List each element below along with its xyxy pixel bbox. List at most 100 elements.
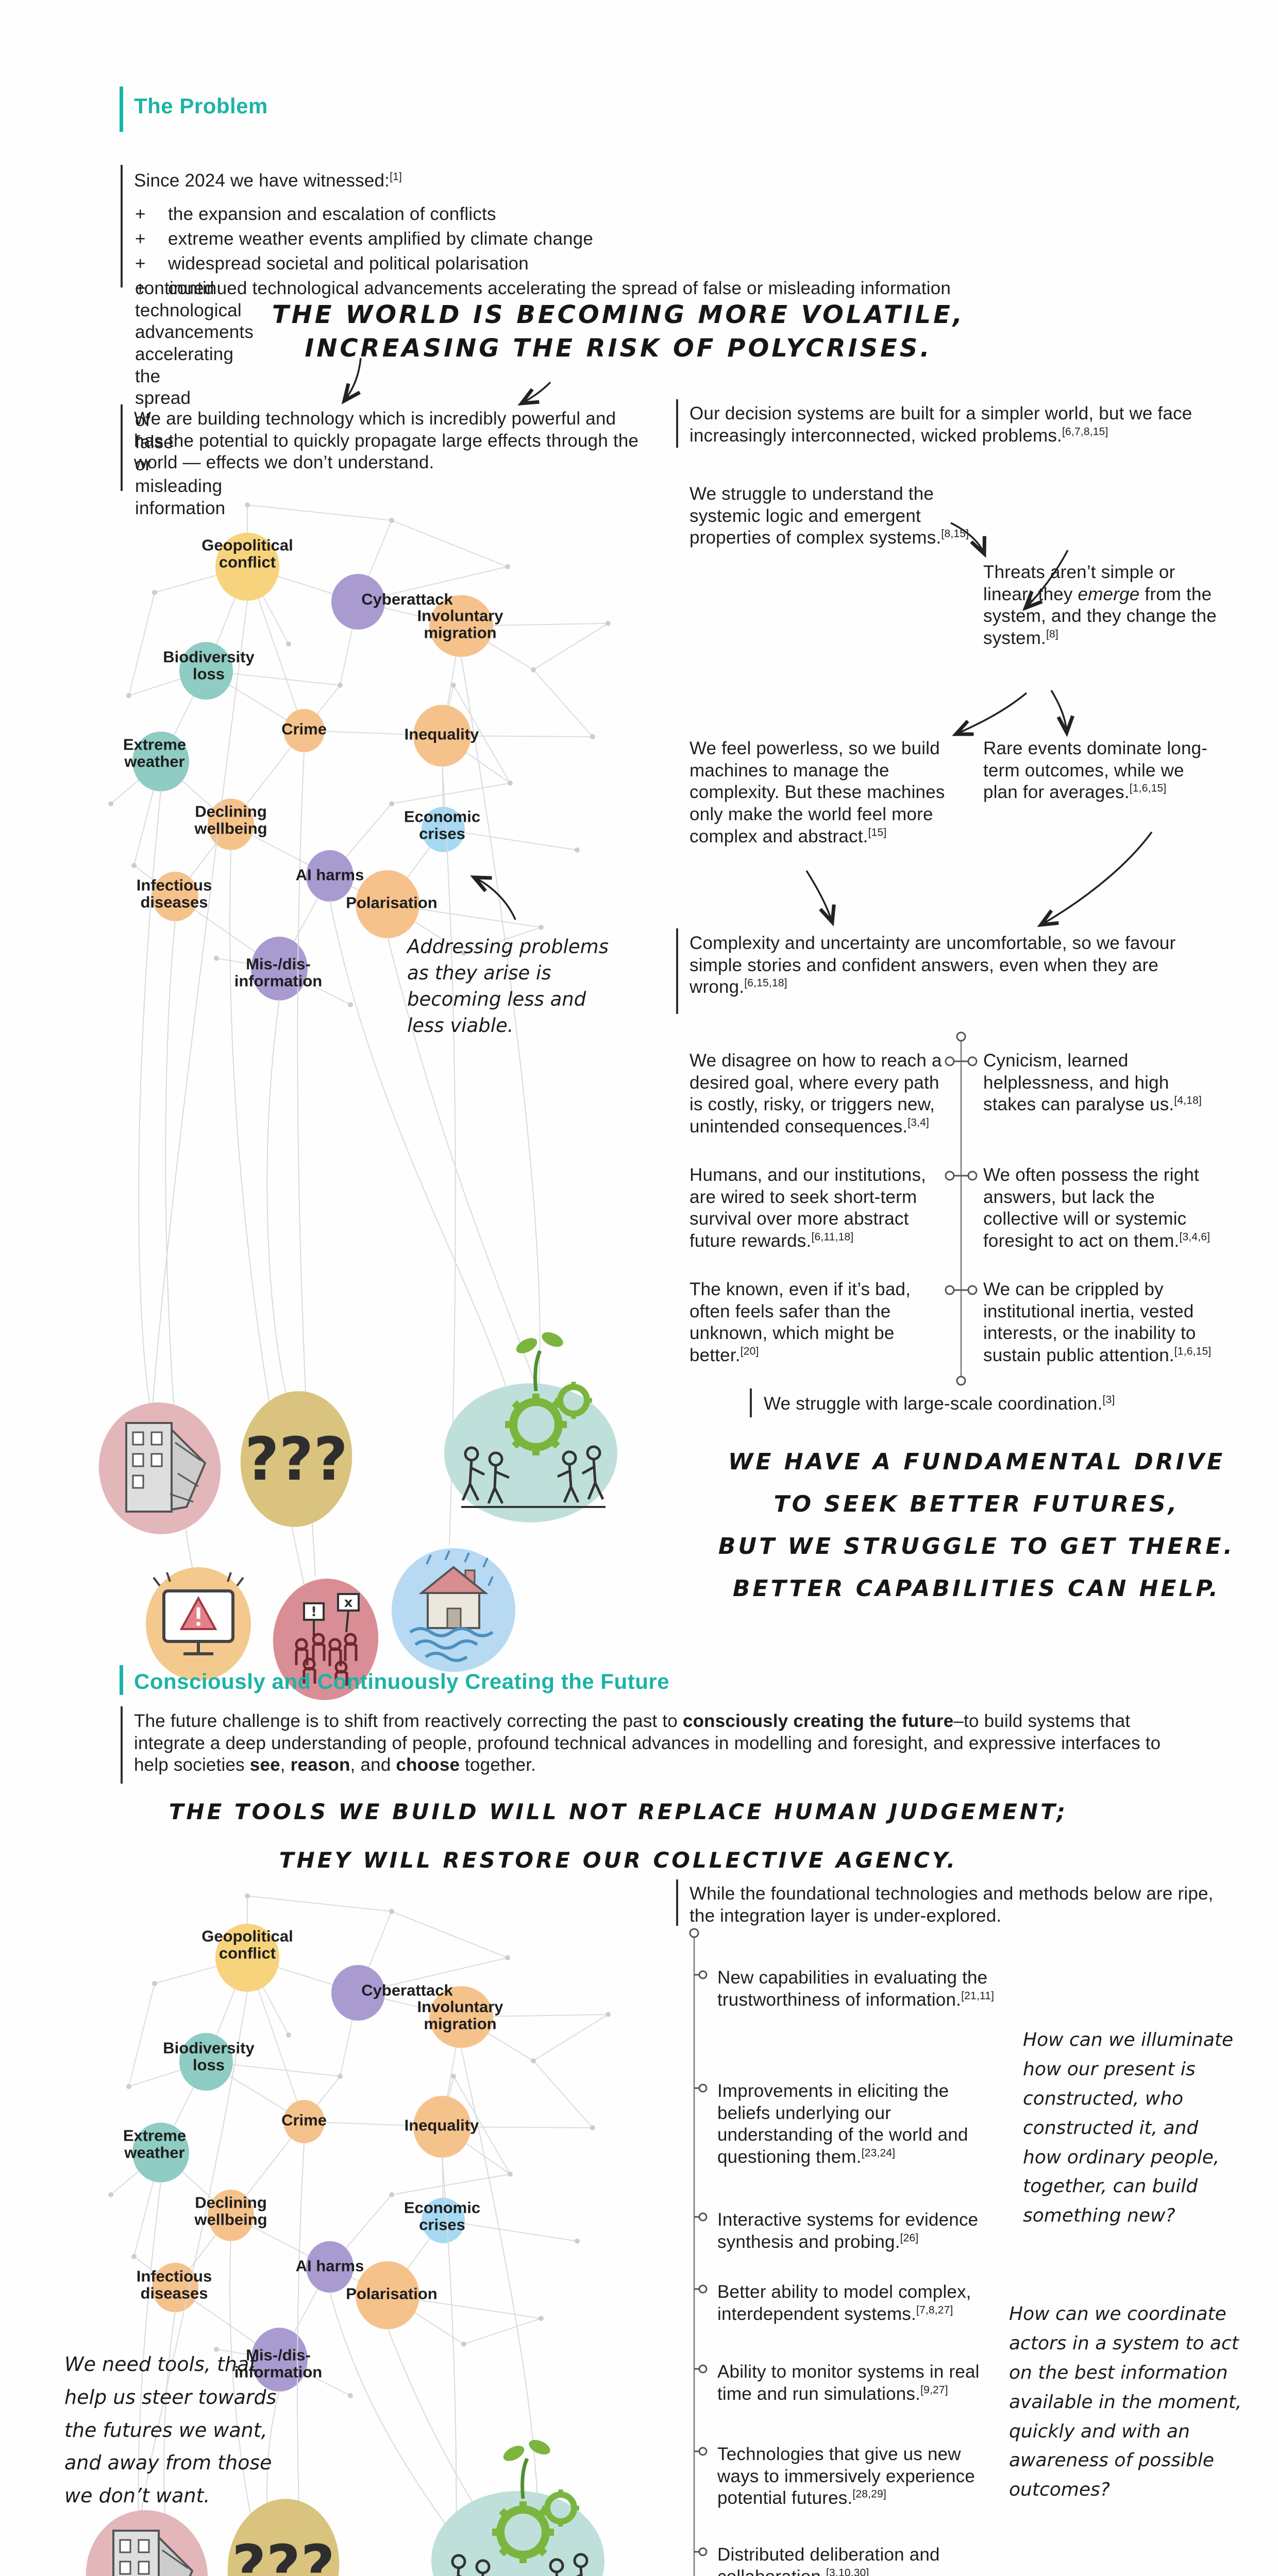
complexity-ref: [6,15,18] (744, 977, 787, 989)
intro-ref: [1] (390, 171, 402, 183)
ripe-quote-bar (676, 1879, 678, 1926)
capability-rail (689, 1928, 708, 2576)
headline-volatile-line1: THE WORLD IS BECOMING MORE VOLATILE, (272, 300, 965, 329)
complexity-block: Complexity and uncertainty are uncomfort… (690, 933, 1176, 997)
arrow-headline-to-left-para (517, 381, 551, 406)
section2-title: Consciously and Continuously Creating th… (134, 1669, 670, 1693)
grid-row3-left: The known, even if it’s bad, often feels… (690, 1279, 911, 1366)
label-cyberattack: Cyberattack (361, 590, 453, 608)
bullet-marker: + (135, 253, 146, 274)
label-inequality: Inequality (404, 725, 479, 743)
arrow-decision-to-struggle (1022, 550, 1069, 612)
decision-ref: [6,7,8,15] (1062, 426, 1108, 438)
struggle-ref: [8,15] (941, 528, 969, 540)
headline-tools-line2: THEY WILL RESTORE OUR COLLECTIVE AGENCY. (279, 1848, 958, 1873)
section2-quote-bar (121, 1706, 123, 1784)
capability-item-5: Ability to monitor systems in real time … (717, 2362, 980, 2404)
capability-item-7: Distributed deliberation and collaborati… (717, 2545, 940, 2576)
grid-row3-right: We can be crippled by institutional iner… (983, 1279, 1212, 1366)
headline-volatile-line2: INCREASING THE RISK OF POLYCRISES. (305, 334, 932, 363)
bullet-item: +continued technological advancements ac… (135, 278, 1114, 300)
complexity-quote-bar (676, 928, 678, 1014)
label2-cyberattack: Cyberattack (361, 1981, 453, 1999)
label2-biodiversity-loss: Biodiversity loss (163, 2039, 255, 2074)
label2-ai-harms: AI harms (295, 2257, 364, 2275)
coordination-quote-bar (750, 1388, 752, 1417)
label-economic-crises: Economic crises (403, 807, 481, 843)
note-illuminate: How can we illuminate how our present is… (1023, 2029, 1234, 2227)
bullet-item: continued technological advancements acc… (135, 278, 1114, 520)
label2-geopolitical-conflict: Geopolitical conflict (201, 1927, 293, 1962)
section1-accent-bar (120, 87, 123, 132)
label2-extreme-weather: Extreme weather (123, 2126, 187, 2162)
capability-item-3: Interactive systems for evidence synthes… (717, 2210, 979, 2252)
intro-text: Since 2024 we have witnessed:[1] (134, 171, 402, 191)
grid-row2-right: We often possess the right answers, but … (983, 1165, 1210, 1251)
ripe-block: While the foundational technologies and … (690, 1884, 1214, 1926)
capability-item-1: New capabilities in evaluating the trust… (717, 1968, 995, 2010)
arrow-struggle-to-threats (950, 522, 986, 558)
arrow-addressing-note (470, 875, 516, 920)
closing-line2: TO SEEK BETTER FUTURES, (773, 1491, 1180, 1517)
bullet-item: +widespread societal and political polar… (135, 253, 1114, 275)
grid-row2-left: Humans, and our institutions, are wired … (690, 1165, 927, 1251)
label-biodiversity-loss: Biodiversity loss (163, 648, 255, 683)
powerless-ref: [15] (868, 826, 887, 839)
headline-tools-line1: THE TOOLS WE BUILD WILL NOT REPLACE HUMA… (169, 1799, 1068, 1824)
grid-row1-left: We disagree on how to reach a desired go… (690, 1050, 942, 1137)
capability-item-2: Improvements in eliciting the beliefs un… (717, 2081, 968, 2167)
label2-economic-crises: Economic crises (403, 2198, 481, 2234)
label-extreme-weather: Extreme weather (123, 735, 187, 771)
bullet-marker: + (135, 278, 146, 298)
label-declining-wellbeing: Declining wellbeing (194, 802, 267, 838)
bullet-item: +the expansion and escalation of conflic… (135, 204, 1114, 226)
label-polarisation: Polarisation (346, 893, 438, 912)
label-infectious-diseases: Infectious diseases (136, 876, 212, 911)
closing-line4: BETTER CAPABILITIES CAN HELP. (732, 1575, 1221, 1602)
threats-ref: [8] (1046, 628, 1058, 640)
label2-involuntary-migration: Involuntary migration (417, 1997, 503, 2033)
bullet-marker: continued technological advancements acc… (135, 278, 254, 518)
network-to-blobs-curves-1 (138, 600, 541, 1585)
label-crime: Crime (281, 720, 327, 738)
section2-accent-bar (120, 1665, 123, 1695)
label2-mis-dis-information: Mis-/dis-information (234, 2346, 323, 2381)
closing-line3: BUT WE STRUGGLE TO GET THERE. (718, 1533, 1235, 1560)
tech-quote-bar (121, 404, 123, 491)
threats-block: Threats aren’t simple or linear; they em… (983, 562, 1217, 649)
rare-events-block: Rare events dominate long-term outcomes,… (983, 738, 1208, 803)
label-ai-harms: AI harms (295, 866, 364, 884)
grid-row1-right: Cynicism, learned helplessness, and high… (983, 1050, 1202, 1115)
arrow-headline-to-network (341, 358, 362, 404)
grid-divider (945, 1031, 978, 1386)
addressing-note: Addressing problems as they arise is bec… (407, 936, 609, 1037)
tech-paragraph: We are building technology which is incr… (134, 409, 639, 473)
bullet-marker: + (135, 204, 146, 224)
decision-quote-bar (676, 399, 678, 448)
note-coordinate: How can we coordinate actors in a system… (1009, 2303, 1242, 2501)
label2-crime: Crime (281, 2111, 327, 2129)
arrow-rare-to-complexity (1037, 831, 1153, 927)
arrow-threats-to-powerless (952, 692, 1028, 736)
rare-ref: [1,6,15] (1129, 782, 1167, 794)
decision-block: Our decision systems are built for a sim… (690, 403, 1192, 446)
bullet-marker: + (135, 229, 146, 249)
label2-polarisation: Polarisation (346, 2284, 438, 2303)
coordination-block: We struggle with large-scale coordinatio… (764, 1394, 1115, 1414)
arrow-powerless-to-complexity (805, 870, 836, 927)
label-involuntary-migration: Involuntary migration (417, 606, 503, 642)
struggle-systems-block: We struggle to understand the systemic l… (690, 484, 969, 548)
section2-paragraph: The future challenge is to shift from re… (134, 1711, 1161, 1775)
intro-quote-bar (121, 165, 123, 287)
closing-line1: WE HAVE A FUNDAMENTAL DRIVE (728, 1449, 1225, 1475)
label-geopolitical-conflict: Geopolitical conflict (201, 536, 293, 571)
arrow-threats-to-rare (1050, 690, 1074, 737)
label2-declining-wellbeing: Declining wellbeing (194, 2193, 267, 2229)
capability-item-4: Better ability to model complex, interde… (717, 2282, 971, 2324)
label-mis-dis-information: Mis-/dis-information (234, 955, 323, 990)
note-steer: We need tools, that help us steer toward… (64, 2353, 277, 2507)
powerless-block: We feel powerless, so we build machines … (690, 738, 945, 846)
